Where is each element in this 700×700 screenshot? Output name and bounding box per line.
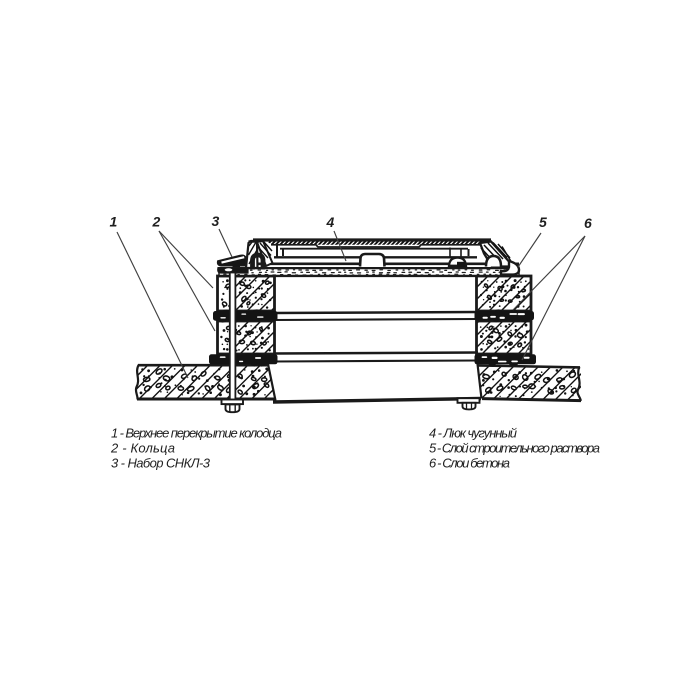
svg-text:4 - Люк чугунный: 4 - Люк чугунный [429,426,517,441]
svg-text:1 - Верхнее перекрытие колодца: 1 - Верхнее перекрытие колодца [111,426,282,441]
svg-text:6: 6 [584,215,592,231]
svg-text:1: 1 [110,214,118,230]
svg-text:5 - Слой строительного раствор: 5 - Слой строительного раствора [429,441,600,456]
svg-text:5: 5 [539,214,547,230]
svg-text:3 - Набор СНКЛ-3: 3 - Набор СНКЛ-3 [111,456,211,471]
svg-text:3: 3 [212,213,220,229]
svg-text:6 - Слои бетона: 6 - Слои бетона [429,456,510,471]
svg-text:2 - Кольца: 2 - Кольца [110,441,175,456]
svg-text:2: 2 [152,214,161,230]
svg-text:4: 4 [326,214,335,230]
